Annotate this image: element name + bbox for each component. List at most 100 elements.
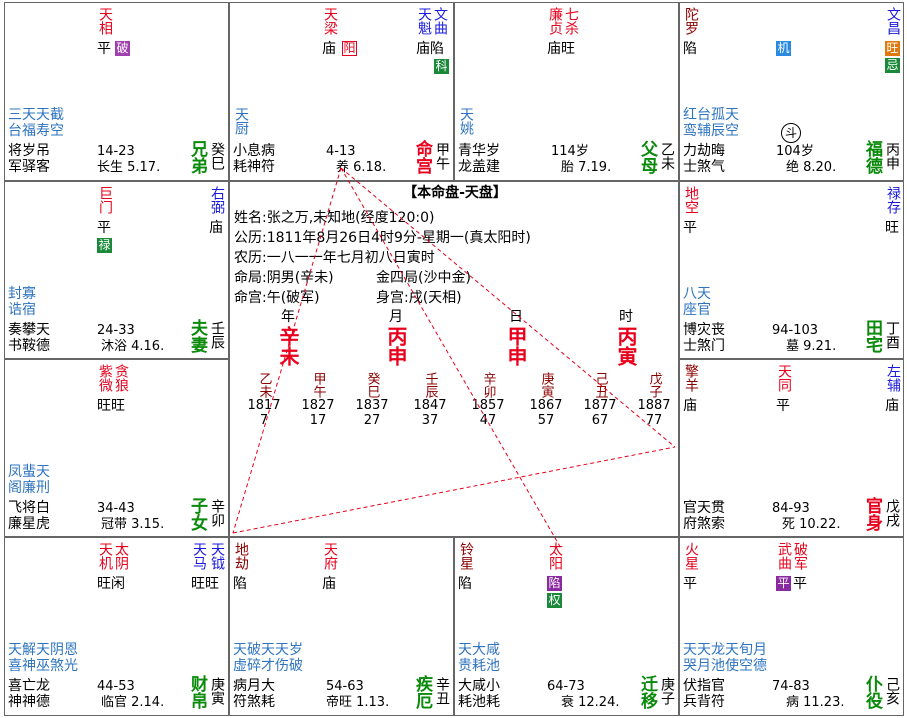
gods-row-1: 力劫晦 [683, 143, 725, 159]
palace-stem: 辛丑 [434, 677, 450, 705]
minor-stars-2: 鸾辅辰空 [683, 123, 739, 139]
dou-circle-icon: 斗 [781, 123, 801, 143]
decade-sb: 乙未 [256, 372, 272, 398]
star-brightness-2: 旺 [885, 220, 899, 236]
badge-ji-2: 忌 [885, 58, 900, 73]
star-wenchang: 文昌 [885, 7, 901, 35]
pillar-value: 辛未 [276, 326, 300, 366]
gods-row-2: 符煞耗 [233, 694, 275, 710]
pillar-label: 月 [389, 309, 403, 325]
decade-year: 1877 [583, 398, 617, 413]
life-stage: 病 11.23. [786, 695, 845, 710]
life-stage: 冠带 3.15. [101, 517, 165, 532]
info-bureau: 命局:阴男(辛未) [234, 270, 334, 286]
star-brightness-2: 旺旺 [191, 576, 219, 592]
star-tianma: 天马 [191, 542, 207, 570]
star-jumen: 巨门 [97, 186, 113, 214]
decade-range: 84-93 [772, 501, 810, 516]
palace-name: 父母 [637, 140, 657, 174]
decade-year: 1857 [471, 398, 505, 413]
star-brightness: 庙旺 [547, 41, 575, 57]
minor-stars-2: 台福寿空 [8, 123, 64, 139]
palace-name: 福德 [862, 140, 882, 174]
life-stage: 胎 7.19. [561, 160, 612, 175]
star-brightness: 庙 [683, 398, 697, 414]
palace-mao[interactable]: 紫微 贪狼 旺旺 凤蜚天 阁廉刑 飞将白 廉星虎 34-43 冠带 3.15. … [4, 359, 229, 537]
minor-stars-2: 喜神巫煞光 [8, 658, 78, 674]
gods-row-1: 伏指官 [683, 678, 725, 694]
decade-range: 44-53 [97, 679, 135, 694]
minor-stars-2: 虚碎才伤破 [233, 658, 303, 674]
palace-stem: 丁酉 [884, 321, 900, 349]
star-dikong: 地空 [683, 186, 699, 214]
decade-range: 4-13 [326, 144, 356, 159]
star-youbi: 右弼 [209, 186, 225, 214]
star-brightness: 庙 [322, 41, 336, 57]
minor-stars: 天姚 [458, 107, 474, 135]
minor-stars: 封寡 [8, 286, 36, 302]
gods-row-2: 军驿客 [8, 159, 50, 175]
palace-name: 迁移 [637, 675, 657, 709]
gods-row-2: 龙盖建 [458, 159, 500, 175]
star-brightness: 陷 [233, 576, 247, 592]
palace-stem: 戊戌 [884, 499, 900, 527]
decade-range: 24-33 [97, 323, 135, 338]
palace-wei[interactable]: 廉贞 七杀 庙旺 天姚 青华岁 龙盖建 114岁 胎 7.19. 父母 乙未 [454, 2, 679, 181]
pillar-value: 甲申 [504, 326, 528, 366]
minor-stars: 天破天天岁 [233, 642, 303, 658]
star-brightness: 旺旺 [97, 398, 125, 414]
gods-row-1: 病月大 [233, 678, 275, 694]
life-stage: 墓 9.21. [786, 339, 837, 354]
minor-stars-2: 贵耗池 [458, 658, 500, 674]
star-tianliang: 天梁 [322, 7, 338, 35]
palace-you[interactable]: 地空 平 禄存 旺 八天 座官 博灾丧 士煞门 94-103 墓 9.21. 田… [679, 181, 904, 359]
gods-row-2: 兵背符 [683, 694, 725, 710]
badge-yang: 阳 [342, 41, 357, 56]
minor-stars: 凤蜚天 [8, 464, 50, 480]
badge-xian: 陷 [547, 576, 562, 591]
palace-zi[interactable]: 铃星 陷 太阳 陷 权 天大咸 贵耗池 大咸小 耗池耗 64-73 衰 12.2… [454, 537, 679, 716]
badge-wang: 旺 [885, 41, 900, 56]
palace-chou[interactable]: 地劫 陷 天府 庙 天破天天岁 虚碎才伤破 病月大 符煞耗 54-63 帝旺 1… [229, 537, 454, 716]
gods-row-1: 小息病 [233, 143, 275, 159]
palace-name: 夫妻 [187, 319, 207, 353]
badge-lu: 禄 [97, 238, 112, 253]
star-lingxing: 铃星 [458, 542, 474, 570]
star-brightness: 陷 [458, 576, 472, 592]
palace-xu[interactable]: 擎羊 庙 天同 平 左辅 庙 官天贯 府煞索 84-93 死 10.22. 官身… [679, 359, 904, 537]
pillar-value: 丙申 [384, 326, 408, 366]
minor-stars-2: 哭月池使空德 [683, 658, 767, 674]
star-zuofu: 左辅 [885, 364, 901, 392]
minor-stars: 三天天截 [8, 107, 64, 123]
pillar-month: 月 丙申 [376, 306, 416, 366]
palace-wu[interactable]: 天梁 庙 阳 天魁 文曲 庙陷 科 天厨 小息病 耗神符 4-13 养 6.18… [229, 2, 454, 181]
minor-stars: 天解天阴恩 [8, 642, 78, 658]
decade-range: 14-23 [97, 144, 135, 159]
palace-shen[interactable]: 陀罗 陷 机 文昌 旺 忌 红台孤天 鸾辅辰空 斗 力劫晦 士煞气 104岁 绝… [679, 2, 904, 181]
decade-age: 37 [421, 413, 439, 428]
info-lunar: 农历:一八一一年七月初八日寅时 [234, 250, 435, 266]
pillar-day: 日 甲申 [496, 306, 536, 366]
info-bureau2: 金四局(沙中金) [376, 270, 471, 286]
star-brightness: 平 [97, 41, 111, 57]
badge-quan: 权 [547, 593, 562, 608]
palace-hai[interactable]: 火星 平 武曲 破军 平 平 天天龙天旬月 哭月池使空德 伏指官 兵背符 74-… [679, 537, 904, 716]
decade-year: 1867 [529, 398, 563, 413]
palace-yin[interactable]: 天机 太阴 旺闲 天马 天钺 旺旺 天解天阴恩 喜神巫煞光 喜亡龙 神神德 44… [4, 537, 229, 716]
decade-sb: 戊子 [646, 372, 662, 398]
life-stage: 死 10.22. [782, 517, 841, 532]
badge-ping: 平 [776, 576, 791, 591]
palace-chen[interactable]: 巨门 平 禄 右弼 庙 封寡 诰宿 奏攀天 书鞍德 24-33 沐浴 4.16.… [4, 181, 229, 359]
star-brightness: 平 [683, 220, 697, 236]
palace-si[interactable]: 天相 平 破 三天天截 台福寿空 将岁吊 军驿客 14-23 长生 5.17. … [4, 2, 229, 181]
palace-name: 财帛 [187, 675, 207, 709]
gods-row-2: 士煞气 [683, 159, 725, 175]
info-body: 身宫:戌(天相) [376, 290, 462, 306]
gods-row-2: 士煞门 [683, 338, 725, 354]
astrology-chart: 天相 平 破 三天天截 台福寿空 将岁吊 军驿客 14-23 长生 5.17. … [4, 2, 904, 716]
star-taiyang: 太阳 [547, 542, 563, 570]
decade-year: 1817 [247, 398, 281, 413]
